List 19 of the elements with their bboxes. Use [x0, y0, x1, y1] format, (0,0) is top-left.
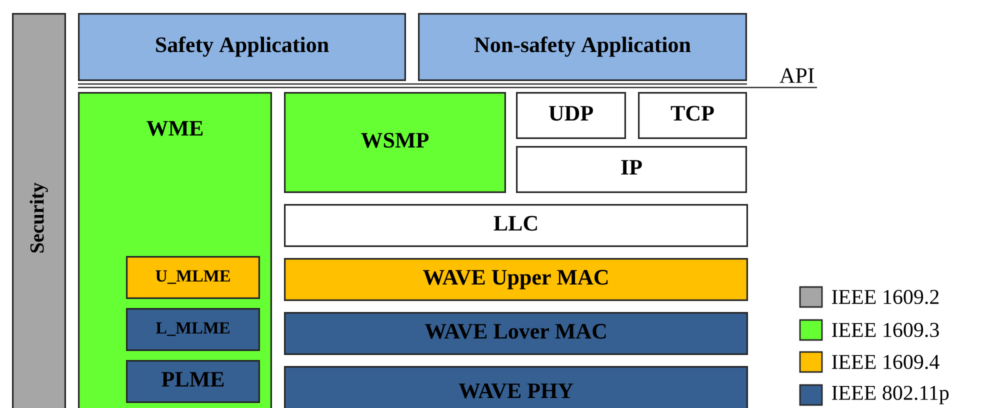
layer-box: WAVE PHY — [284, 366, 748, 408]
legend-label: IEEE 1609.4 — [832, 354, 940, 370]
layer-box: UDP — [516, 92, 626, 139]
layer-box: L_MLME — [126, 308, 260, 351]
layer-box: Non-safety Application — [418, 13, 747, 81]
layer-box: WAVE Upper MAC — [284, 258, 748, 301]
layer-box: Security — [12, 13, 66, 408]
layer-box: PLME — [126, 360, 260, 403]
layer-box: WSMP — [284, 92, 506, 193]
layer-box: WAVE Lover MAC — [284, 312, 748, 355]
legend-label: IEEE 1609.2 — [832, 290, 939, 304]
layer-box: LLC — [284, 204, 748, 247]
legend-label: IEEE 1609.3 — [832, 322, 939, 338]
layer-box: U_MLME — [126, 256, 260, 299]
layer-box: Safety Application — [78, 13, 406, 81]
api-label: API — [780, 68, 814, 83]
legend-label: IEEE 802.11p — [832, 386, 949, 404]
layer-box: IP — [516, 146, 747, 193]
layer-box: TCP — [638, 92, 747, 139]
